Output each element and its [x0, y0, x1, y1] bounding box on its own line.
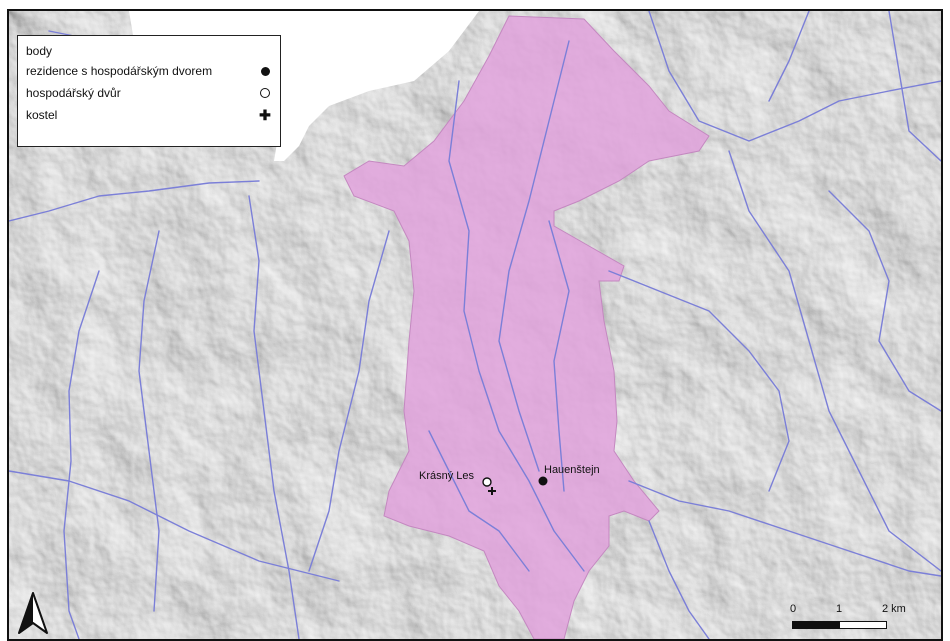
scale-bar: 0 1 2 km: [786, 603, 936, 633]
river-network: [9, 11, 941, 639]
scale-tick-1: 1: [836, 603, 843, 615]
legend-item-residence: rezidence s hospodářským dvorem: [26, 60, 272, 82]
farmstead-open-dot: [482, 477, 492, 487]
place-krasny-les[interactable]: Krásný Les: [419, 470, 496, 495]
place-label-krasny-les: Krásný Les: [419, 470, 475, 482]
legend-label: kostel: [26, 108, 58, 122]
study-area-polygon: [343, 15, 710, 639]
legend-item-farmstead: hospodářský dvůr: [26, 82, 272, 104]
map-legend: body rezidence s hospodářským dvorem hos…: [17, 35, 281, 147]
scale-segment-white: [839, 621, 887, 629]
residence-filled-dot: [538, 476, 548, 486]
legend-item-church: kostel ✚: [26, 104, 272, 126]
north-arrow-icon: [18, 592, 48, 634]
legend-label: rezidence s hospodářským dvorem: [26, 64, 213, 78]
legend-label: hospodářský dvůr: [26, 86, 121, 100]
legend-title: body: [26, 44, 53, 58]
place-label-hauenstejn: Hauenštejn: [544, 464, 600, 476]
map-canvas[interactable]: Krásný Les Hauenštejn: [9, 11, 941, 639]
scale-segment-black: [792, 621, 840, 629]
open-dot-icon: [258, 86, 272, 100]
church-cross-icon: [488, 487, 496, 495]
cross-icon: ✚: [259, 107, 271, 123]
scale-tick-2: 2 km: [882, 603, 906, 615]
place-hauenstejn[interactable]: Hauenštejn: [538, 464, 600, 486]
filled-dot-icon: [258, 64, 272, 78]
map-frame[interactable]: Krásný Les Hauenštejn body rezidence s h…: [7, 9, 943, 641]
scale-tick-0: 0: [790, 603, 797, 615]
